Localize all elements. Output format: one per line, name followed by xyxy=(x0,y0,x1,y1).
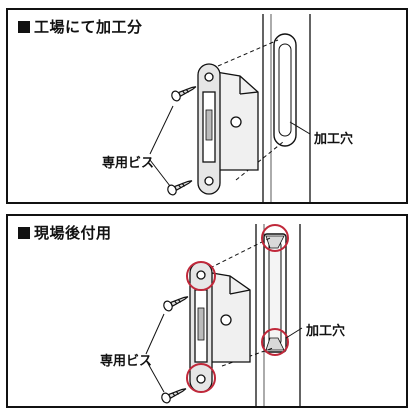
mortise-hole-icon xyxy=(273,33,297,147)
factory-illustration xyxy=(149,14,311,202)
screw-icon xyxy=(167,180,193,196)
hole-callout: 加工穴 xyxy=(306,324,346,339)
panel-heading-text: 工場にて加工分 xyxy=(34,18,143,36)
panel-factory: 工場にて加工分 xyxy=(6,8,408,204)
screws-callout: 専用ビス xyxy=(102,156,155,171)
door-edge-icon xyxy=(262,14,311,202)
screw-leader-lines xyxy=(149,105,174,187)
heading-square-icon xyxy=(18,20,30,33)
hole-callout: 加工穴 xyxy=(314,132,354,147)
screw-icon xyxy=(161,388,187,404)
panel-onsite: 現場後付用 xyxy=(6,214,408,408)
panel-heading-text: 現場後付用 xyxy=(34,224,112,242)
hole-leader-line xyxy=(285,327,303,339)
mortise-hole-icon xyxy=(263,233,287,353)
screw-icon xyxy=(163,296,189,312)
strike-plate-icon xyxy=(197,63,221,195)
screws-callout: 専用ビス xyxy=(100,354,153,369)
highlight-circle-icon xyxy=(186,224,289,393)
panel-heading: 工場にて加工分 xyxy=(18,16,143,37)
heading-square-icon xyxy=(18,226,30,239)
onsite-illustration xyxy=(145,224,303,406)
latch-box-icon xyxy=(215,71,259,171)
projection-lines xyxy=(217,39,284,181)
latch-box-icon xyxy=(205,271,251,363)
hole-leader-line xyxy=(289,121,311,135)
screw-leader-lines xyxy=(145,313,165,393)
panel-heading: 現場後付用 xyxy=(18,222,112,243)
strike-plate-icon xyxy=(189,261,213,393)
screw-icon xyxy=(171,86,197,102)
